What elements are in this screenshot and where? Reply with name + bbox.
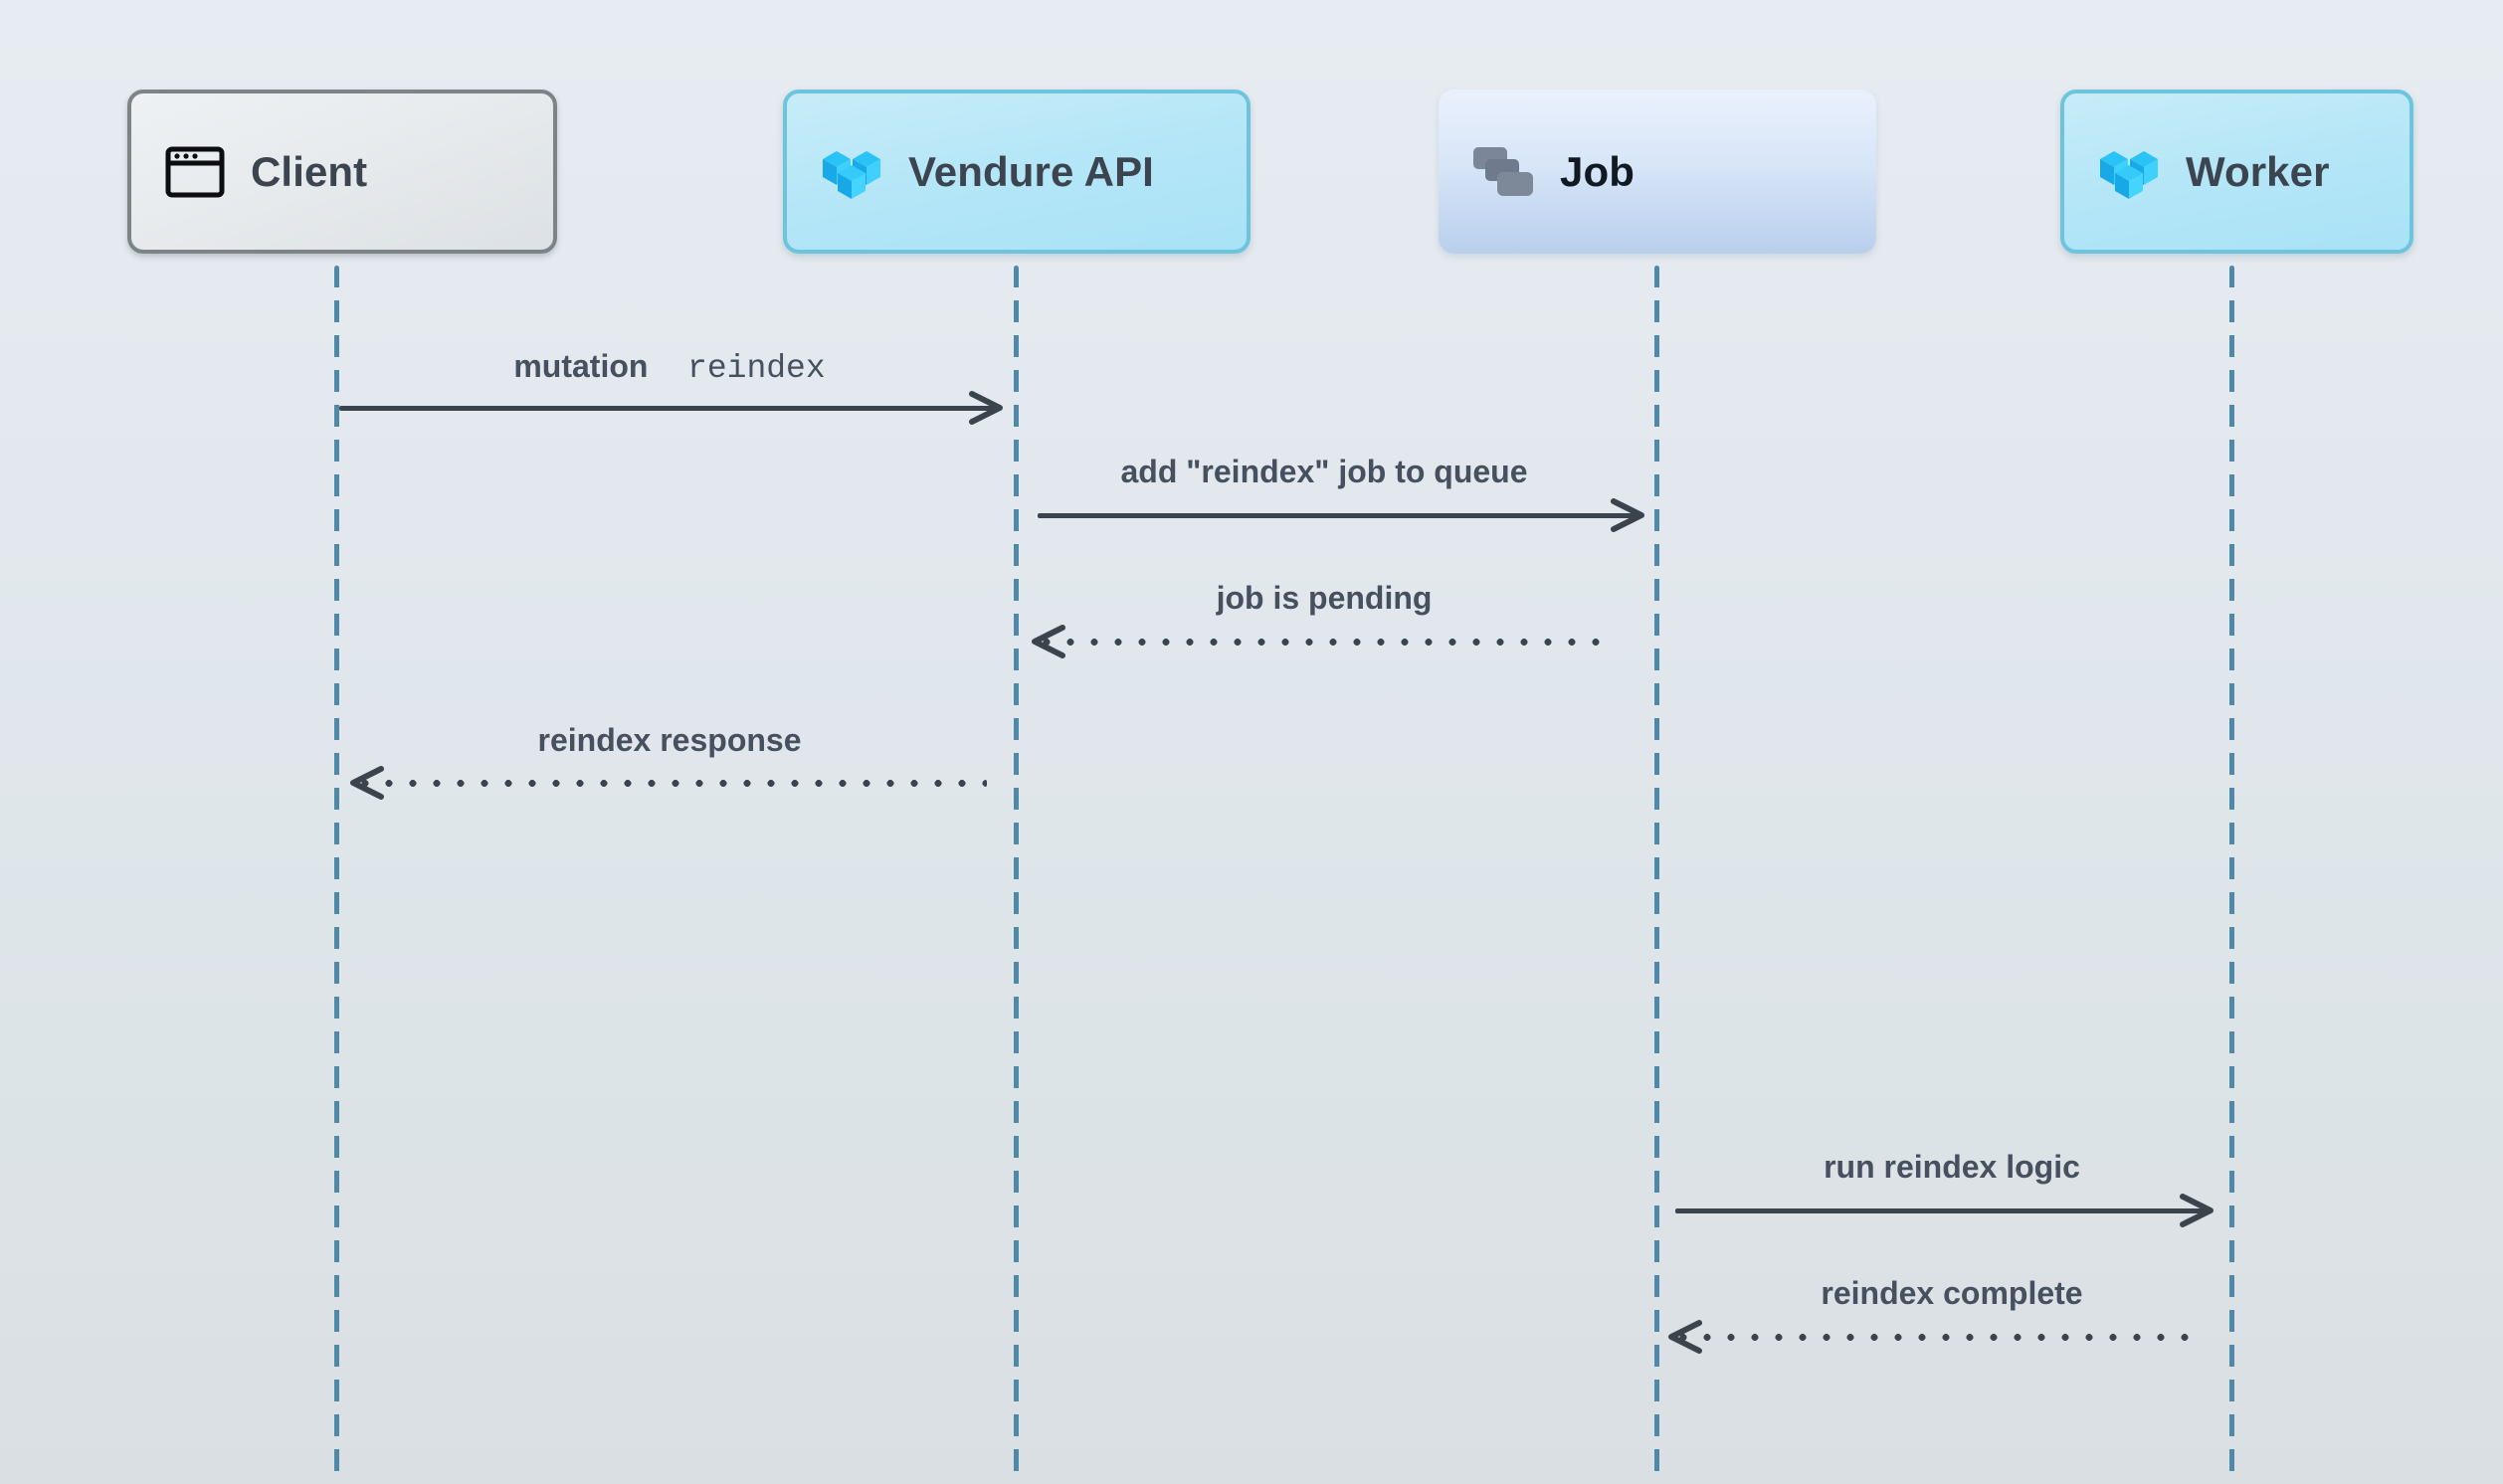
message-label-m1: mutation reindex bbox=[513, 348, 826, 387]
message-line-m2 bbox=[1038, 513, 1641, 518]
browser-window-icon-svg bbox=[165, 146, 225, 197]
message-line-m4 bbox=[353, 780, 987, 787]
message-line-m1 bbox=[339, 406, 1000, 411]
message-line-m3 bbox=[1035, 639, 1612, 646]
participant-client[interactable]: Client bbox=[127, 90, 557, 254]
message-label-m6: reindex complete bbox=[1821, 1275, 2083, 1311]
vendure-cubes-icon-svg bbox=[823, 150, 880, 199]
vendure-cubes-icon bbox=[821, 143, 882, 201]
message-arrowhead-m5 bbox=[2180, 1194, 2214, 1227]
lifeline-client bbox=[334, 266, 339, 1484]
message-arrowhead-m3 bbox=[1031, 625, 1065, 658]
vendure-cubes-icon bbox=[2098, 143, 2160, 201]
message-arrowhead-m2 bbox=[1611, 498, 1645, 532]
lifeline-vendure-api bbox=[1014, 266, 1019, 1484]
message-line-m6 bbox=[1671, 1334, 2192, 1341]
participant-vendure-api[interactable]: Vendure API bbox=[783, 90, 1251, 254]
participant-job[interactable]: Job bbox=[1439, 90, 1876, 254]
message-label-m3: job is pending bbox=[1216, 580, 1433, 616]
vendure-cubes-icon-svg bbox=[2100, 150, 2158, 199]
message-arrowhead-m6 bbox=[1667, 1320, 1702, 1354]
message-label-code-m1: reindex bbox=[648, 350, 826, 387]
participant-label-client: Client bbox=[251, 147, 368, 195]
stacked-cards-icon-svg bbox=[1473, 146, 1533, 196]
browser-window-icon bbox=[165, 146, 225, 198]
participant-label-worker: Worker bbox=[2186, 147, 2330, 195]
participant-label-job: Job bbox=[1560, 147, 1635, 195]
message-label-m2: add "reindex" job to queue bbox=[1120, 454, 1528, 489]
participant-worker[interactable]: Worker bbox=[2060, 90, 2413, 254]
participant-label-vendure-api: Vendure API bbox=[908, 147, 1154, 195]
message-arrowhead-m1 bbox=[969, 391, 1004, 425]
lifeline-worker bbox=[2229, 266, 2234, 1484]
message-label-m5: run reindex logic bbox=[1824, 1149, 2080, 1185]
stacked-cards-icon bbox=[1472, 146, 1534, 198]
message-line-m5 bbox=[1675, 1208, 2211, 1213]
message-arrowhead-m4 bbox=[349, 766, 384, 800]
message-label-m4: reindex response bbox=[537, 722, 802, 758]
lifeline-job bbox=[1654, 266, 1659, 1484]
